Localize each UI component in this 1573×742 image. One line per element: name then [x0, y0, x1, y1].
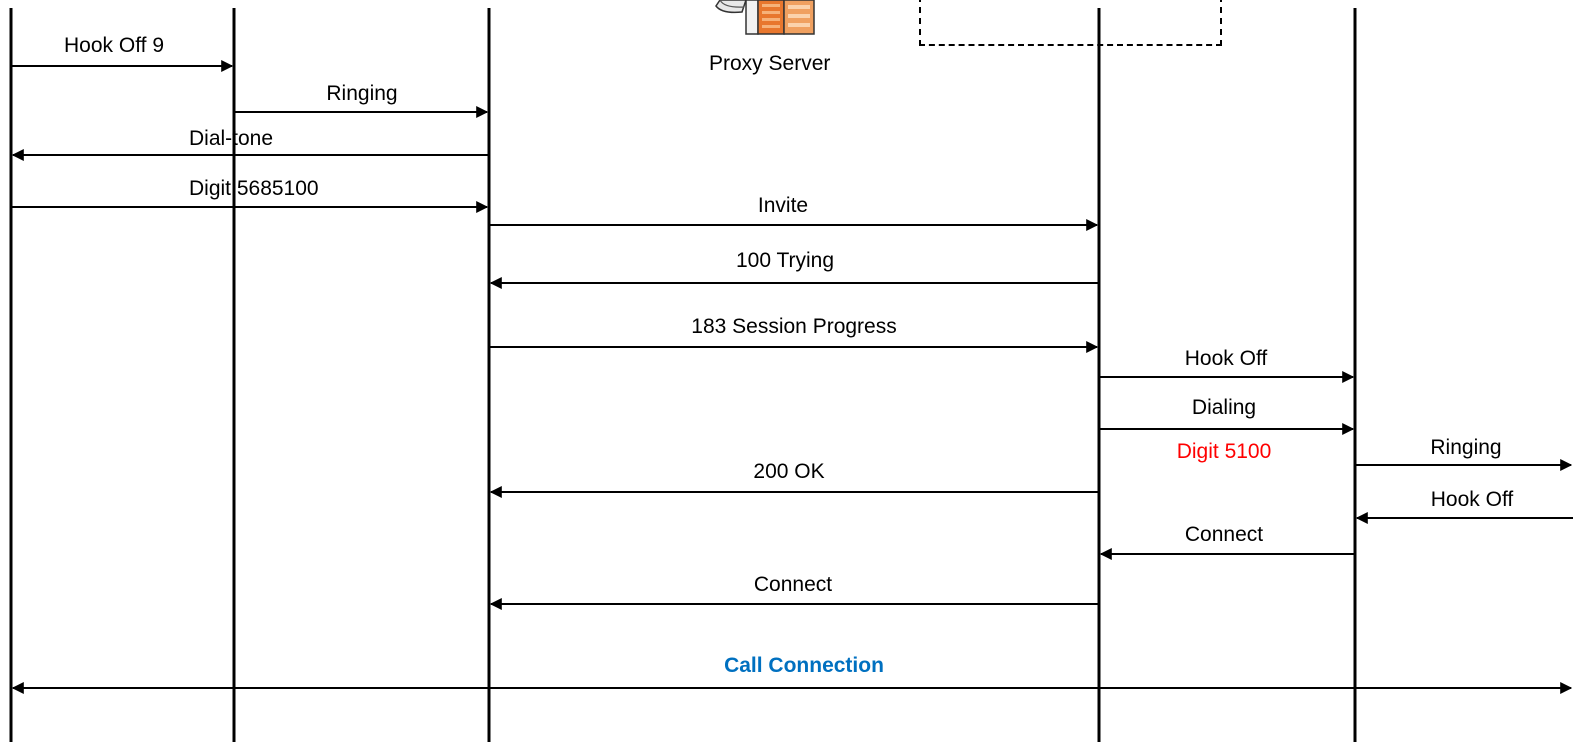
- message-label-hook-off-9: Hook Off 9: [64, 34, 164, 57]
- message-label-connect-1: Connect: [1184, 523, 1264, 546]
- message-label-ringing-2: Ringing: [1430, 436, 1502, 459]
- message-label-digit-5100: Digit 5100: [1176, 440, 1272, 463]
- message-label-digit-5685100: Digit 5685100: [189, 177, 319, 200]
- server-icon: [712, 0, 822, 36]
- dashed-boundary-box: [919, 0, 1222, 46]
- proxy-server-label: Proxy Server: [709, 52, 831, 75]
- message-label-connect-2: Connect: [753, 573, 833, 596]
- message-label-ringing: Ringing: [326, 82, 398, 105]
- message-label-100-trying: 100 Trying: [735, 249, 835, 272]
- message-label-183-session-progress: 183 Session Progress: [691, 315, 897, 338]
- message-label-dialing: Dialing: [1191, 396, 1257, 419]
- message-label-hook-off-3: Hook Off: [1430, 488, 1514, 511]
- message-label-200-ok: 200 OK: [753, 460, 825, 483]
- message-label-call-connection: Call Connection: [724, 654, 884, 677]
- message-label-dial-tone: Dial-tone: [189, 127, 274, 150]
- message-label-hook-off: Hook Off: [1184, 347, 1268, 370]
- message-label-invite: Invite: [757, 194, 809, 217]
